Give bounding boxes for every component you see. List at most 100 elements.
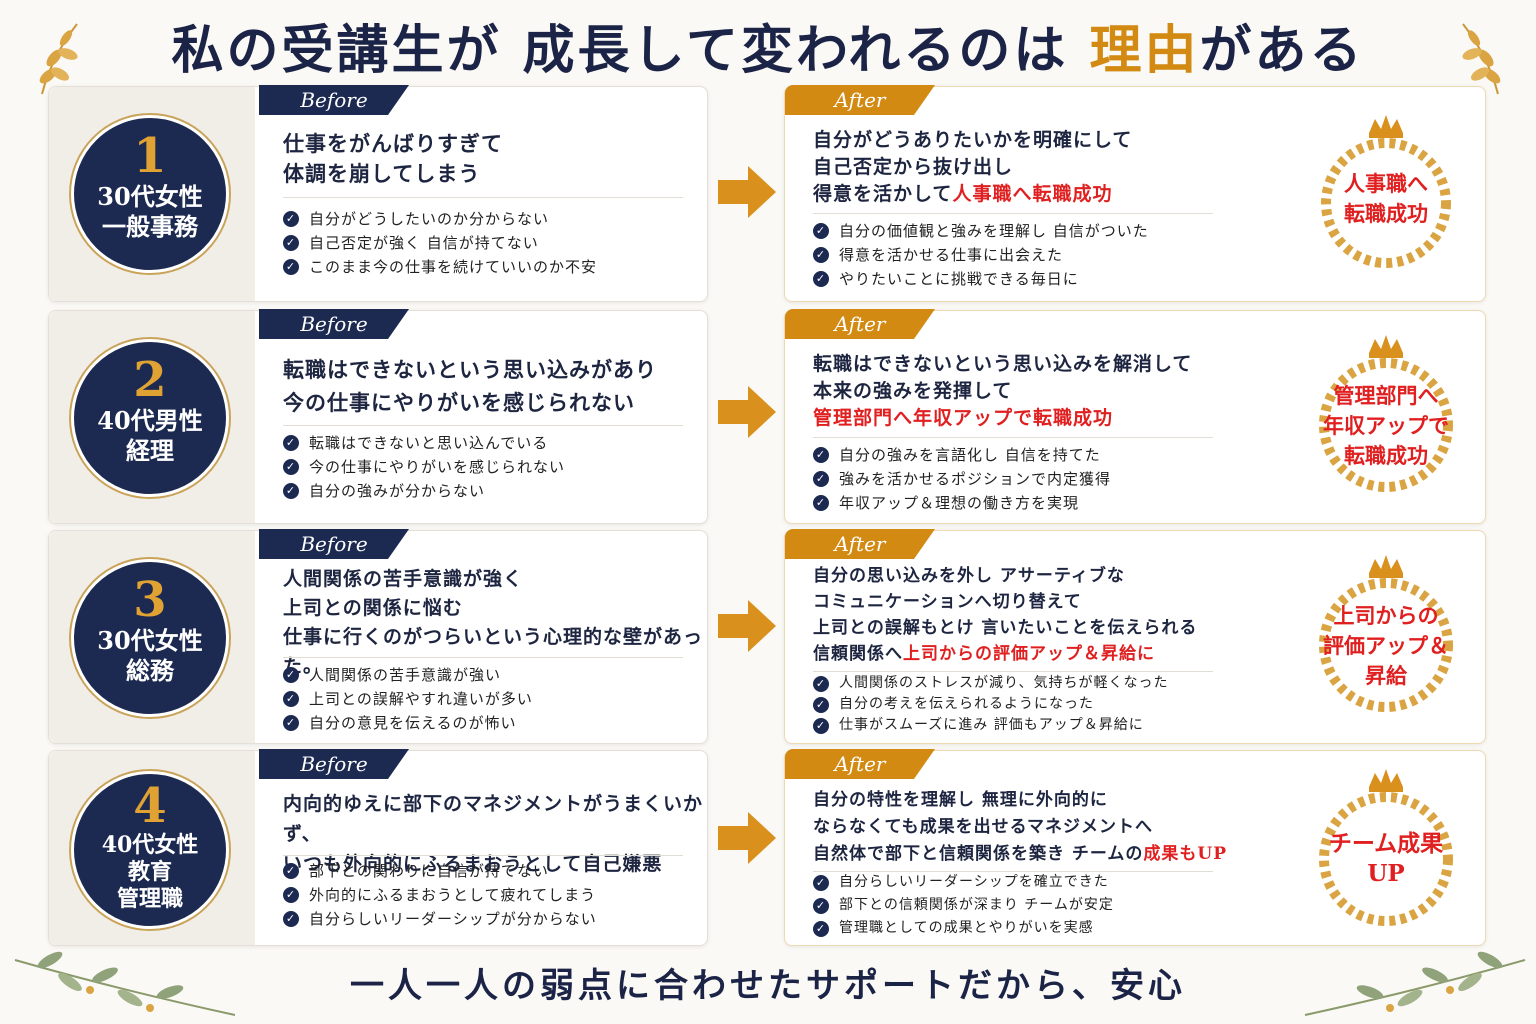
before-headline: 人間関係の苦手意識が強く 上司との関係に悩む 仕事に行くのがつらいという心理的な… — [283, 568, 704, 677]
after-tag: After — [785, 529, 935, 559]
before-check-list: ✓転職はできないと思い込んでいる ✓今の仕事にやりがいを感じられない ✓自分の強… — [283, 431, 565, 503]
list-item: ✓自分がどうしたいのか分からない — [283, 207, 597, 231]
case-number-badge: 1 30代女性 一般事務 — [71, 115, 229, 273]
after-headline: 転職はできないという思い込みを解消して 本来の強みを発揮して 管理部門へ年収アッ… — [813, 353, 1193, 429]
divider — [283, 425, 683, 426]
result-text: 人事職へ 転職成功 — [1344, 171, 1428, 226]
arrow-right-icon — [718, 600, 776, 652]
title-highlight: 理由 — [1089, 20, 1200, 81]
before-check-list: ✓人間関係の苦手意識が強い ✓上司との誤解やすれ違いが多い ✓自分の意見を伝える… — [283, 663, 533, 735]
result-laurel-badge: 人事職へ 転職成功 — [1301, 105, 1471, 275]
check-icon: ✓ — [813, 717, 829, 734]
laurel-wreath-icon — [1319, 769, 1453, 926]
check-icon: ✓ — [813, 447, 829, 463]
after-highlight: 人事職へ転職成功 — [952, 183, 1113, 205]
case-person: 30代女性 一般事務 — [97, 182, 203, 241]
case-number: 4 — [133, 778, 167, 834]
after-tag: After — [785, 749, 935, 779]
check-icon: ✓ — [283, 235, 299, 251]
divider — [283, 197, 683, 198]
after-card: After 自分の思い込みを外し アサーティブな コミュニケーションへ切り替えて… — [784, 529, 1486, 744]
list-item: ✓自分の考えを伝えられるようになった — [813, 694, 1168, 715]
olive-branch-icon — [1304, 951, 1526, 1016]
result-laurel-badge: 上司からの 評価アップ＆ 昇給 — [1301, 545, 1471, 715]
check-icon: ✓ — [813, 874, 829, 891]
list-item: ✓仕事がスムーズに進み 評価もアップ＆昇給に — [813, 715, 1168, 736]
check-icon: ✓ — [283, 691, 299, 707]
arrow-right-icon — [718, 166, 776, 218]
after-check-list: ✓自分の価値観と強みを理解し 自信がついた ✓得意を活かせる仕事に出会えた ✓や… — [813, 219, 1149, 291]
after-check-list: ✓人間関係のストレスが減り、気持ちが軽くなった ✓自分の考えを伝えられるようにな… — [813, 673, 1168, 736]
check-icon: ✓ — [283, 211, 299, 227]
list-item: ✓転職はできないと思い込んでいる — [283, 431, 565, 455]
result-laurel-badge: 管理部門へ 年収アップで 転職成功 — [1301, 325, 1471, 495]
after-highlight: 管理部門へ年収アップで転職成功 — [813, 407, 1114, 429]
result-laurel-badge: チーム成果 UP — [1301, 759, 1471, 929]
case-number-badge: 3 30代女性 総務 — [71, 559, 229, 717]
laurel-branch-icon — [39, 23, 78, 95]
case-number: 2 — [133, 352, 167, 408]
before-check-list: ✓部下との関わりに自信が持てない ✓外向的にふるまおうとして疲れてしまう ✓自分… — [283, 859, 597, 931]
case-number-badge: 2 40代男性 経理 — [71, 339, 229, 497]
list-item: ✓自分の価値観と強みを理解し 自信がついた — [813, 219, 1149, 243]
divider — [813, 437, 1213, 438]
check-icon: ✓ — [813, 920, 829, 937]
check-icon: ✓ — [813, 247, 829, 263]
after-tag: After — [785, 85, 935, 115]
case-row-1: 1 30代女性 一般事務 Before 仕事をがんばりすぎて 体調を崩してしまう… — [48, 85, 1486, 302]
case-number: 3 — [133, 572, 167, 628]
arrow-right-icon — [718, 812, 776, 864]
after-headline: 自分がどうありたいかを明確にして 自己否定から抜け出し 得意を活かして人事職へ転… — [813, 129, 1133, 205]
olive-branch-icon — [14, 951, 236, 1016]
check-icon: ✓ — [813, 696, 829, 713]
before-tag: Before — [259, 749, 409, 779]
case-row-4: 4 40代女性 教育 管理職 Before 内向的ゆえに部下のマネジメントがうま… — [48, 749, 1486, 946]
after-check-list: ✓自分の強みを言語化し 自信を持てた ✓強みを活かせるポジションで内定獲得 ✓年… — [813, 443, 1111, 515]
list-item: ✓今の仕事にやりがいを感じられない — [283, 455, 565, 479]
check-icon: ✓ — [813, 675, 829, 692]
check-icon: ✓ — [283, 435, 299, 451]
list-item: ✓外向的にふるまおうとして疲れてしまう — [283, 883, 597, 907]
before-check-list: ✓自分がどうしたいのか分からない ✓自己否定が強く 自信が持てない ✓このまま今… — [283, 207, 597, 279]
footer-message: 一人一人の弱点に合わせたサポートだから、安心 — [350, 966, 1186, 1006]
result-text: チーム成果 UP — [1328, 830, 1444, 887]
list-item: ✓このまま今の仕事を続けていいのか不安 — [283, 255, 597, 279]
check-icon: ✓ — [813, 271, 829, 287]
list-item: ✓管理職としての成果とやりがいを実感 — [813, 917, 1114, 940]
list-item: ✓やりたいことに挑戦できる毎日に — [813, 267, 1149, 291]
arrow-right-icon — [718, 386, 776, 438]
result-text: 管理部門へ 年収アップで 転職成功 — [1323, 383, 1449, 468]
before-card: 1 30代女性 一般事務 Before 仕事をがんばりすぎて 体調を崩してしまう… — [48, 85, 708, 302]
check-icon: ✓ — [283, 911, 299, 927]
check-icon: ✓ — [283, 863, 299, 879]
list-item: ✓上司との誤解やすれ違いが多い — [283, 687, 533, 711]
laurel-wreath-icon — [1319, 555, 1453, 712]
case-number: 1 — [133, 128, 167, 184]
case-person: 40代女性 教育 管理職 — [101, 832, 199, 912]
check-icon: ✓ — [283, 887, 299, 903]
list-item: ✓得意を活かせる仕事に出会えた — [813, 243, 1149, 267]
after-headline: 自分の思い込みを外し アサーティブな コミュニケーションへ切り替えて 上司との誤… — [813, 566, 1198, 664]
divider — [283, 855, 683, 856]
check-icon: ✓ — [813, 471, 829, 487]
after-highlight: 成果もUP — [1143, 844, 1228, 864]
divider — [813, 671, 1213, 672]
divider — [813, 871, 1213, 872]
divider — [283, 657, 683, 658]
list-item: ✓年収アップ＆理想の働き方を実現 — [813, 491, 1111, 515]
laurel-branch-icon — [1462, 23, 1501, 95]
list-item: ✓自分らしいリーダーシップが分からない — [283, 907, 597, 931]
list-item: ✓自己否定が強く 自信が持てない — [283, 231, 597, 255]
before-tag: Before — [259, 529, 409, 559]
case-person: 40代男性 経理 — [97, 406, 203, 465]
before-headline: 内向的ゆえに部下のマネジメントがうまくいかず、 いつも外向的にふるまおうとして自… — [283, 793, 704, 875]
case-number-badge: 4 40代女性 教育 管理職 — [71, 771, 229, 929]
list-item: ✓自分らしいリーダーシップを確立できた — [813, 871, 1114, 894]
check-icon: ✓ — [813, 495, 829, 511]
after-headline: 自分の特性を理解し 無理に外向的に ならなくても成果を出せるマネジメントへ 自然… — [813, 790, 1228, 864]
laurel-wreath-icon — [1319, 335, 1453, 492]
list-item: ✓人間関係のストレスが減り、気持ちが軽くなった — [813, 673, 1168, 694]
before-headline: 仕事をがんばりすぎて 体調を崩してしまう — [283, 131, 503, 186]
before-tag: Before — [259, 85, 409, 115]
case-person: 30代女性 総務 — [97, 626, 203, 685]
